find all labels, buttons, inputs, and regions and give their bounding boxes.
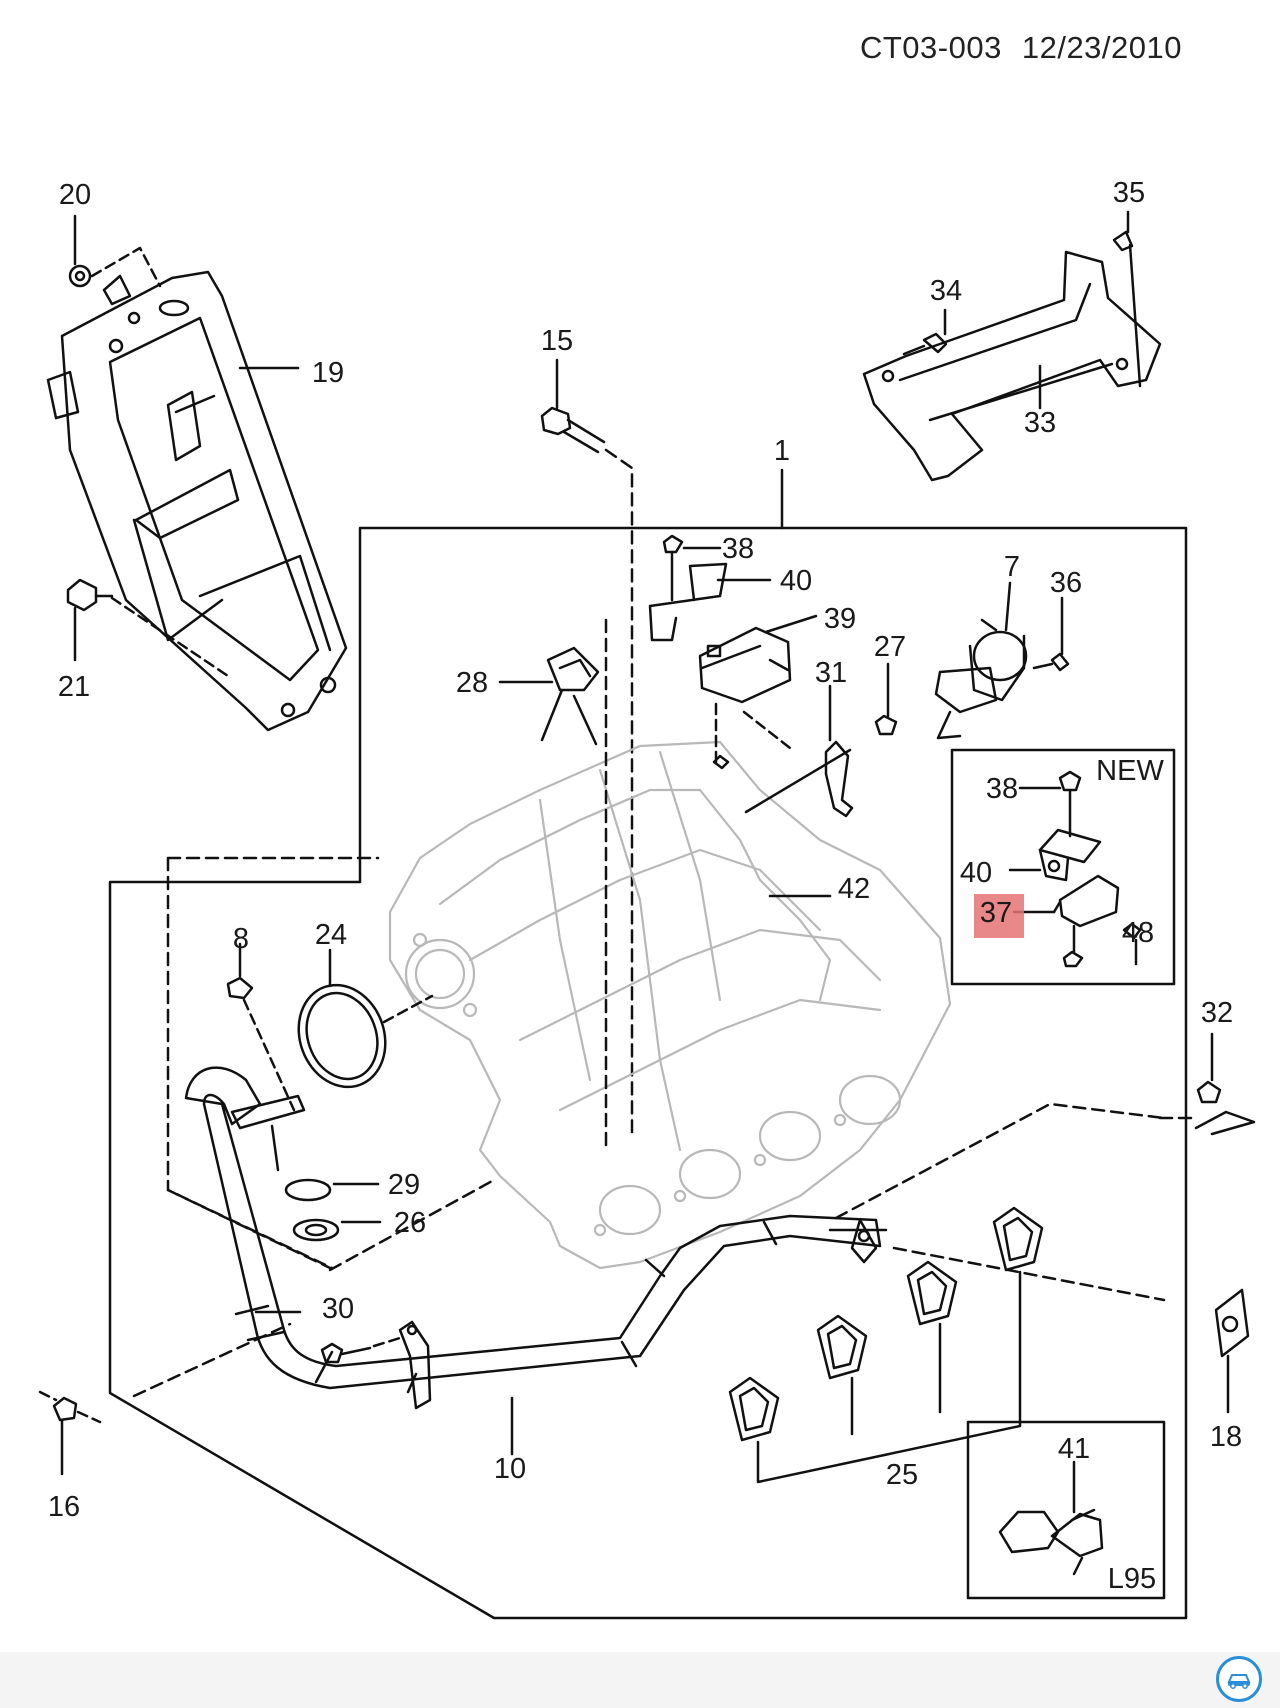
callout-28: 28 (456, 667, 488, 699)
o-ring-29 (284, 1178, 332, 1202)
callout-25: 25 (886, 1459, 918, 1491)
callout-26: 26 (394, 1207, 426, 1239)
footer-bar (0, 1652, 1280, 1708)
callout-24: 24 (315, 919, 347, 951)
callout-27: 27 (874, 631, 906, 663)
clip-35 (1112, 230, 1134, 252)
new-bolt-38 (1058, 770, 1082, 838)
callout-38-main: 38 (722, 533, 754, 565)
diagram-header: CT03-003 12/23/2010 (860, 30, 1182, 66)
bolt-21 (66, 578, 114, 612)
intake-manifold-42 (388, 740, 952, 1270)
callout-30: 30 (322, 1293, 354, 1325)
new-variant-label: NEW (1096, 755, 1164, 787)
pipe-bracket-30 (398, 1320, 432, 1410)
callout-19: 19 (312, 357, 344, 389)
new-nut-bottom (1062, 950, 1084, 968)
bolt-34 (902, 332, 948, 356)
bolt-38 (662, 534, 684, 602)
parts-diagram: 20 19 21 15 1 35 34 33 38 40 39 7 36 28 … (38, 177, 1256, 1620)
actuator-7 (934, 618, 1028, 740)
gasket-25-b (816, 1314, 868, 1380)
callout-42: 42 (838, 873, 870, 905)
callout-38-new: 38 (986, 773, 1018, 805)
bolt-30 (320, 1342, 372, 1364)
gasket-25-d (992, 1206, 1044, 1272)
callout-29: 29 (388, 1169, 420, 1201)
callout-8: 8 (233, 923, 249, 955)
callout-18: 18 (1210, 1421, 1242, 1453)
callout-34: 34 (930, 275, 962, 307)
callout-37: 37 (980, 897, 1012, 929)
callout-20: 20 (59, 179, 91, 211)
callout-7: 7 (1004, 551, 1020, 583)
callout-41: 41 (1058, 1433, 1090, 1465)
callout-15: 15 (541, 325, 573, 357)
gasket-24 (297, 983, 387, 1089)
assembly-boundary (108, 526, 1188, 1620)
new-bolt-48 (1122, 922, 1142, 940)
diagram-code: CT03-003 (859, 30, 1002, 65)
link-31 (824, 740, 854, 818)
l95-variant-inset-frame (966, 1420, 1166, 1600)
l95-variant-label: L95 (1108, 1563, 1156, 1595)
callout-36: 36 (1050, 567, 1082, 599)
bolt-36 (1032, 652, 1070, 672)
callout-16: 16 (48, 1491, 80, 1523)
clamp-8 (230, 1094, 306, 1172)
new-variant-inset-frame (950, 748, 1176, 986)
gasket-25-a (728, 1376, 780, 1442)
nut-27 (874, 714, 898, 736)
nut-16 (52, 1396, 78, 1422)
nut-20 (68, 264, 92, 288)
clip-28 (546, 646, 600, 692)
egr-pipe-10 (184, 1066, 882, 1394)
bolt-15 (540, 406, 606, 454)
sensor-41 (998, 1508, 1104, 1576)
callout-1: 1 (774, 435, 790, 467)
callout-33: 33 (1024, 407, 1056, 439)
callout-40-main: 40 (780, 565, 812, 597)
car-logo-icon[interactable] (1216, 1656, 1262, 1702)
bracket-40 (648, 562, 728, 642)
callout-48: 48 (1122, 917, 1154, 949)
new-sensor-37 (1052, 874, 1120, 928)
washer-26 (292, 1218, 340, 1242)
callout-35: 35 (1113, 177, 1145, 209)
callout-10: 10 (494, 1453, 526, 1485)
gasket-25-c (906, 1260, 958, 1326)
gasket-18 (1214, 1288, 1250, 1358)
callout-32: 32 (1201, 997, 1233, 1029)
bracket-19 (46, 270, 348, 732)
nut-bolt-31-left (712, 754, 730, 770)
nut-32 (1196, 1080, 1222, 1104)
bracket-33 (862, 250, 1162, 482)
sensor-39 (698, 626, 792, 704)
callout-40-new: 40 (960, 857, 992, 889)
callout-21: 21 (58, 671, 90, 703)
bolt-8 (226, 976, 254, 1000)
diagram-date: 12/23/2010 (1021, 30, 1182, 65)
callout-31: 31 (815, 657, 847, 689)
new-bracket-40 (1038, 828, 1102, 882)
callout-39: 39 (824, 603, 856, 635)
highlight-37 (974, 894, 1024, 938)
